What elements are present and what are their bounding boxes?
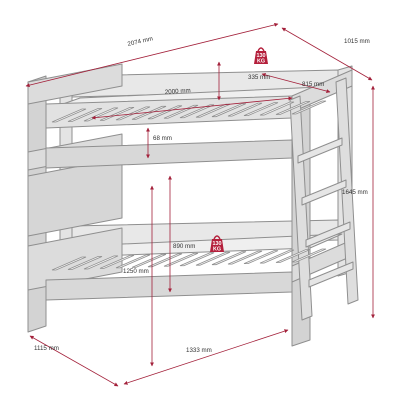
lower-slat — [163, 252, 199, 267]
label-overall-width: 1015 mm — [344, 38, 370, 45]
lower-slat — [99, 254, 135, 269]
lower-slat — [211, 251, 247, 266]
dimension-lines — [25, 22, 375, 387]
label-overall-height: 1645 mm — [342, 189, 368, 196]
weight-icon-lower: 130 KG — [210, 235, 224, 253]
label-overall-length: 2074 mm — [127, 35, 154, 48]
weight-unit-upper: KG — [257, 59, 265, 65]
lower-slat — [275, 249, 311, 263]
label-lower-length: 1333 mm — [186, 347, 212, 354]
lower-slat — [179, 252, 215, 267]
lower-slats — [51, 248, 327, 271]
lower-slat — [243, 250, 279, 265]
label-lower-bed-height: 1250 mm — [123, 268, 149, 275]
dim-line-mattress-width — [261, 72, 331, 94]
upper-slat — [291, 100, 327, 115]
dim-line-lower-depth — [29, 335, 119, 387]
lower-slat — [51, 256, 87, 271]
lower-slat — [83, 255, 119, 270]
ladder-rung-1 — [297, 137, 343, 164]
dim-line-lower-length — [123, 329, 289, 385]
label-guard-rail: 335 mm — [248, 74, 270, 81]
upper-slat — [51, 108, 87, 123]
dim-line-overall-length — [25, 22, 279, 88]
weight-value-lower: 130 — [213, 241, 222, 247]
upper-front-base-rail — [45, 139, 293, 169]
lower-slat — [291, 248, 327, 263]
dim-line-mattress-length — [91, 96, 293, 120]
lower-slat — [259, 249, 295, 264]
label-mattress-length: 2000 mm — [165, 87, 191, 96]
lower-end-panel — [27, 227, 123, 291]
lower-slat — [67, 256, 103, 270]
lower-slat — [195, 251, 231, 266]
ladder-rung-2 — [301, 179, 347, 206]
label-upper-mattress-height: 68 mm — [153, 135, 172, 142]
ladder-rung-3 — [305, 221, 351, 248]
weight-icon-upper: 130 KG — [254, 47, 268, 65]
weight-value-upper: 130 — [257, 53, 266, 59]
label-lower-depth: 1115 mm — [34, 345, 59, 352]
weight-unit-lower: KG — [213, 247, 221, 253]
lower-slat — [227, 250, 263, 265]
label-bunk-clearance: 890 mm — [173, 243, 195, 250]
ladder-left-rail — [289, 95, 313, 321]
dim-line-overall-width — [281, 27, 373, 81]
label-mattress-width: 815 mm — [302, 81, 324, 88]
ladder-rung-4 — [308, 261, 354, 288]
